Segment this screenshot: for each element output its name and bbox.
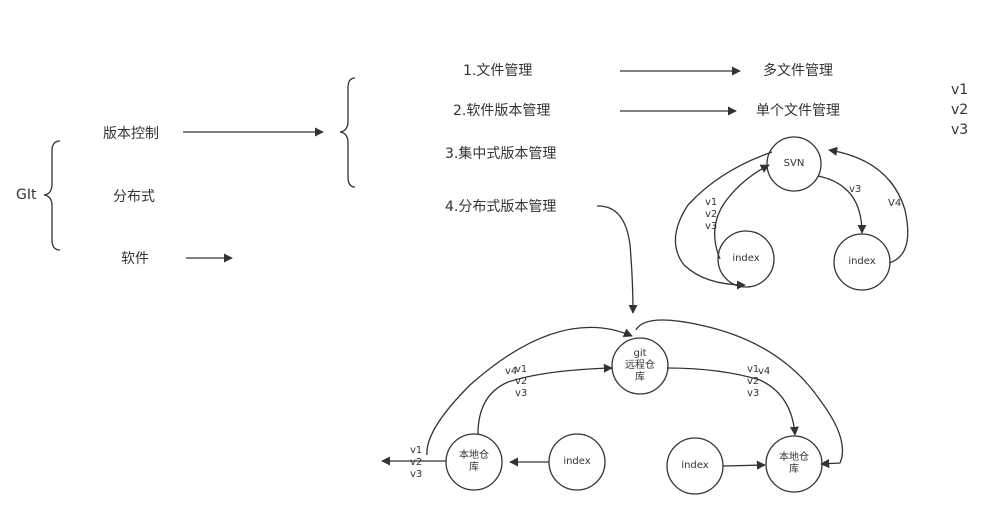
git-upper-left-version-2: v2	[515, 376, 528, 387]
svn-mid-arrow	[817, 175, 867, 234]
git-remote-label-2: 远程仓	[625, 360, 655, 371]
svn-index-right-label: index	[848, 256, 876, 267]
git-local-left-label-1: 本地仓	[459, 450, 489, 461]
git-index-left-label: index	[563, 456, 591, 467]
git-right-inner-arc	[666, 367, 799, 436]
svn-left-down-arrow	[674, 151, 773, 290]
git-left-inner-arc	[477, 363, 613, 435]
git-local-left-node	[445, 433, 503, 491]
git-remote-label-3: 库	[635, 372, 645, 383]
git-left-outer-arc	[426, 326, 633, 456]
git-bottom-left-version-3: v3	[410, 469, 423, 480]
git-bottom-left-version-2: v2	[410, 457, 423, 468]
git-brace	[43, 140, 61, 251]
git-upper-right-version-1: v1	[747, 364, 760, 375]
git-upper-right-v4: v4	[758, 366, 771, 377]
corner-version-1: v1	[951, 82, 969, 98]
index-to-local-right-arrow	[722, 460, 766, 470]
git-remote-label-1: git	[633, 348, 647, 359]
git-local-left-label-2: 库	[469, 462, 479, 473]
version-types-brace	[339, 77, 356, 188]
git-upper-left-version-1: v1	[515, 364, 528, 375]
git-index-right-label: index	[681, 460, 709, 471]
version-type-3: 3.集中式版本管理	[445, 146, 557, 162]
git-local-right-label-2: 库	[789, 464, 799, 475]
svn-label: SVN	[783, 158, 805, 169]
git-local-right-label-1: 本地仓	[779, 452, 809, 463]
distributed-arrow	[596, 205, 638, 314]
git-bottom-left-version-1: v1	[410, 445, 423, 456]
svn-mid-label: v3	[849, 184, 862, 195]
git-upper-left-version-3: v3	[515, 388, 528, 399]
version-type-2: 2.软件版本管理	[453, 103, 551, 119]
branch-version-control: 版本控制	[103, 126, 159, 142]
corner-version-3: v3	[951, 122, 969, 138]
branch-software: 软件	[121, 251, 149, 267]
svn-right-label: V4	[888, 198, 902, 209]
svn-left-version-3: v3	[705, 221, 718, 232]
svn-index-left-node	[717, 230, 775, 288]
version-type-1: 1.文件管理	[463, 63, 533, 79]
svn-left-version-1: v1	[705, 197, 718, 208]
svn-node	[766, 136, 822, 192]
target-single-file: 单个文件管理	[756, 103, 840, 119]
git-root-label: GIt	[16, 187, 37, 203]
corner-version-2: v2	[951, 102, 969, 118]
branch-distributed: 分布式	[113, 189, 155, 205]
svn-right-up-arrow	[828, 146, 909, 264]
version-type-4: 4.分布式版本管理	[445, 199, 557, 215]
git-upper-left-v4: v4	[505, 366, 518, 377]
svn-index-left-label: index	[732, 253, 760, 264]
git-upper-right-version-2: v2	[747, 376, 760, 387]
git-upper-right-version-3: v3	[747, 388, 760, 399]
svn-left-up-arrow	[714, 164, 770, 260]
target-multi-file: 多文件管理	[763, 63, 833, 79]
git-right-outer-arc	[635, 319, 844, 469]
svn-left-version-2: v2	[705, 209, 718, 220]
